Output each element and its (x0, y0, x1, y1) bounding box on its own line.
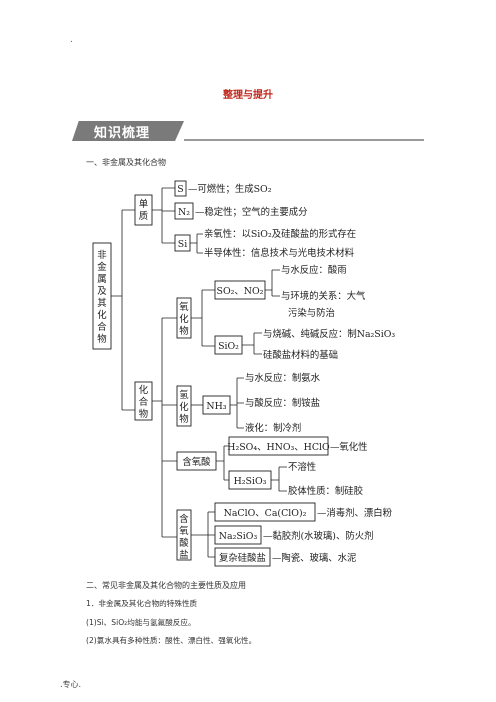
root-char: 化 (97, 309, 106, 321)
root-char: 非 (97, 249, 106, 261)
n2-text: —稳定性；空气的主要成分 (195, 206, 308, 218)
nh3-bracket (230, 377, 244, 429)
hydride-box (176, 385, 192, 427)
n2-label: N₂ (178, 207, 190, 218)
oxide-char: 氧 (179, 301, 189, 313)
danzhi-char: 单 (139, 198, 148, 210)
list-item: (2)氯水具有多种性质：酸性、漂白性、强氧化性。 (86, 636, 257, 645)
salt-char: 酸 (179, 537, 189, 549)
h2sio3-label: H₂SiO₃ (234, 476, 267, 487)
huahewu-char: 合 (139, 396, 149, 408)
s-text: —可燃性；生成SO₂ (188, 183, 272, 195)
root-char: 金 (97, 261, 107, 273)
nh3-t2: 与酸反应：制铵盐 (245, 397, 320, 409)
banner-label: 知识梳理 (94, 126, 151, 141)
s-label: S (177, 184, 183, 195)
salt-r1-box (214, 502, 316, 522)
huahewu-char: 物 (139, 408, 148, 420)
salt-bracket (191, 511, 215, 558)
top-mark: . (70, 35, 73, 45)
danzhi-bracket (152, 187, 175, 244)
si-bracket (190, 233, 203, 254)
si-line2: 半导体性：信息技术与光电技术材料 (204, 247, 355, 259)
h2sio3-t1: 不溶性 (288, 461, 316, 473)
acid-bracket (216, 445, 229, 481)
root-char: 其 (97, 298, 106, 309)
oxide-bracket (191, 289, 215, 347)
list-item: (1)Si、SiO₂均能与氢氟酸反应。 (86, 618, 196, 627)
hydride-char: 化 (179, 401, 188, 413)
danzhi-char: 质 (139, 210, 148, 222)
s-box (174, 180, 187, 197)
banner-rule (184, 139, 424, 141)
section-heading-2: 二、常见非金属及其化合物的主要性质及应用 (86, 581, 246, 590)
salt-r1-label: NaClO、Ca(ClO)₂ (224, 508, 307, 519)
sio2-t2: 硅酸盐材料的基础 (263, 349, 338, 361)
h2sio3-t2: 胶体性质：制硅胶 (288, 485, 363, 497)
salt-r3-text: —陶瓷、玻璃、水泥 (272, 552, 356, 564)
strong-acid-prop: —氧化性 (330, 441, 368, 453)
page-title: 整理与提升 (223, 90, 273, 101)
oxide-char: 化 (179, 313, 188, 325)
strong-acid-box (228, 436, 329, 456)
salt-char: 含 (179, 513, 189, 525)
strong-acid-label: H₂SO₄、HNO₃、HClO (227, 442, 330, 453)
sio2-bracket (242, 332, 262, 355)
so2no2-t3: 污染与防治 (288, 307, 335, 319)
salt-r2-label: Na₂SiO₃ (219, 531, 258, 542)
so2no2-bracket (265, 269, 280, 297)
hydride-char: 氢 (179, 389, 189, 401)
so2no2-label: SO₂、NO₂ (217, 286, 264, 297)
nh3-t1: 与水反应：制氨水 (245, 372, 321, 384)
root-char: 合 (97, 321, 107, 333)
hydride-char: 物 (179, 413, 188, 425)
root-char: 属 (97, 274, 106, 285)
so2no2-t1: 与水反应：酸雨 (281, 264, 347, 276)
n2-box (174, 202, 194, 220)
nh3-label: NH₃ (206, 401, 226, 412)
footer-mark: .专心. (60, 680, 82, 689)
salt-char: 氧 (179, 525, 189, 537)
section-heading-1: 一、非金属及其化合物 (86, 158, 166, 167)
si-line1: 亲氧性：以SiO₂及硅酸盐的形式存在 (204, 228, 356, 240)
salt-r2-box (214, 525, 262, 545)
so2no2-t2: 与环境的关系：大气 (281, 290, 366, 302)
huahewu-bracket (152, 317, 177, 538)
oxide-char: 物 (179, 325, 188, 337)
huahewu-char: 化 (139, 384, 148, 396)
si-label: Si (178, 239, 187, 250)
banner-tab (72, 121, 184, 141)
list-item: 1．非金属及其化合物的特殊性质 (86, 599, 198, 608)
acid-label: 含氧酸 (182, 456, 211, 468)
root-bracket (111, 209, 135, 411)
sio2-label: SiO₂ (218, 341, 239, 352)
root-char: 及 (97, 286, 107, 297)
salt-char: 盐 (179, 549, 188, 561)
root-char: 物 (97, 333, 106, 345)
salt-r3-label: 复杂硅酸盐 (219, 552, 266, 564)
sio2-t1: 与烧碱、纯碱反应：制Na₂SiO₃ (263, 328, 395, 340)
section-banner: 知识梳理 (72, 121, 424, 141)
salt-r1-text: —消毒剂、漂白粉 (317, 507, 393, 519)
salt-r2-text: —黏胶剂(水玻璃)、防火剂 (263, 530, 373, 542)
nh3-t3: 液化：制冷剂 (245, 422, 301, 434)
salt-r3-box (214, 547, 271, 567)
h2sio3-bracket (271, 466, 287, 492)
